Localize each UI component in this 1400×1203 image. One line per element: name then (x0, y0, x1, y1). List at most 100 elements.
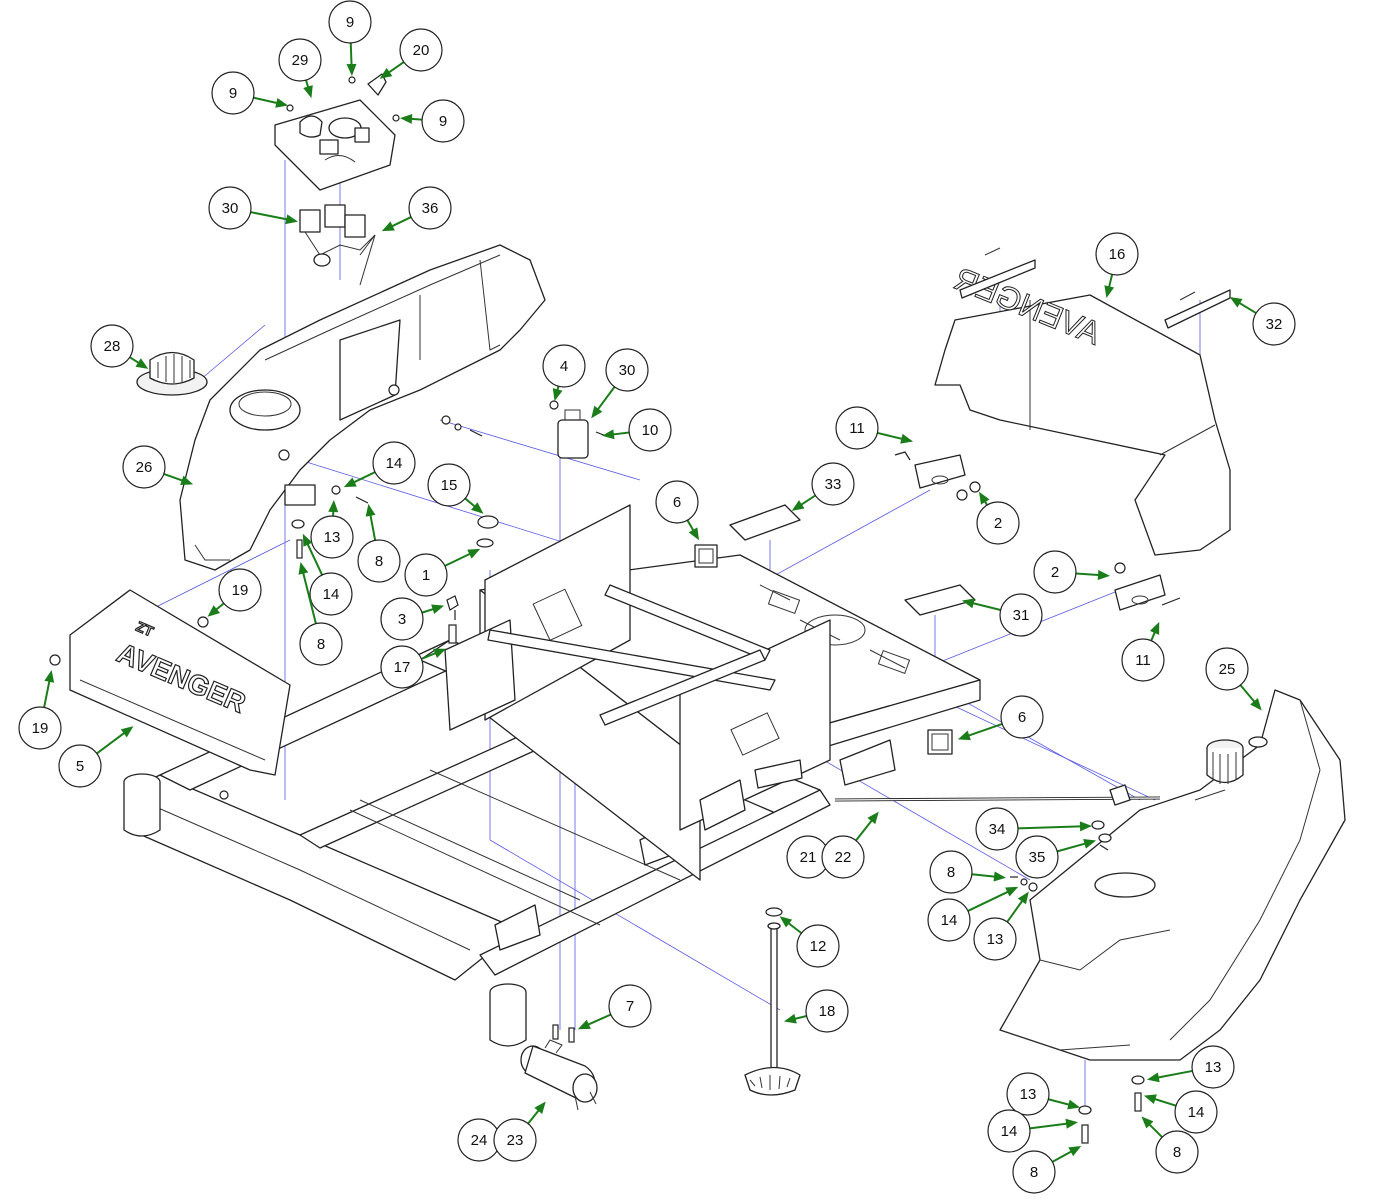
callout-arrowhead (135, 358, 149, 369)
callout-14: 14 (1143, 1090, 1218, 1134)
callout-leader (1075, 572, 1103, 577)
callout-circle (218, 568, 262, 612)
callout-number: 34 (989, 821, 1006, 838)
callout-circle (1012, 1150, 1056, 1194)
callout-13: 13 (310, 499, 354, 559)
grommets (694, 544, 953, 755)
callout-circle (1174, 1090, 1218, 1134)
callout-number: 10 (642, 422, 659, 439)
callout-31: 31 (961, 593, 1043, 637)
callout-36: 36 (381, 186, 452, 232)
callout-arrowhead (302, 533, 313, 547)
callout-21: 21 (786, 835, 830, 879)
callout-number: 13 (987, 931, 1004, 948)
callout-number: 19 (232, 582, 249, 599)
callout-leader (96, 730, 128, 755)
callout-leader (1056, 841, 1089, 853)
callout-arrowhead (303, 85, 313, 99)
callout-number: 30 (222, 200, 239, 217)
callout-number: 3 (398, 611, 406, 628)
callout-arrowhead (1065, 1118, 1079, 1129)
callout-11: 11 (1121, 621, 1165, 682)
callout-number: 11 (1135, 652, 1151, 669)
wiring-harness (299, 204, 376, 267)
callout-leader (1048, 1098, 1073, 1107)
callout-number: 14 (323, 586, 340, 603)
callout-number: 4 (560, 358, 568, 375)
callout-22: 22 (821, 811, 879, 879)
callout-arrowhead (471, 502, 484, 514)
callout-arrowhead (207, 605, 220, 617)
callout-number: 8 (1173, 1144, 1181, 1161)
callout-number: 23 (507, 1132, 524, 1149)
callout-circle (357, 539, 401, 583)
callout-number: 14 (1188, 1104, 1205, 1121)
callout-number: 26 (136, 459, 153, 476)
callout-28: 28 (90, 324, 149, 369)
callout-number: 13 (324, 529, 341, 546)
callout-circle (1121, 638, 1165, 682)
callout-leader (301, 569, 317, 624)
callout-number: 5 (76, 758, 84, 775)
callout-number: 14 (386, 455, 403, 472)
callout-arrowhead (298, 561, 309, 575)
callout-circle (796, 924, 840, 968)
callout-arrowhead (1068, 1145, 1082, 1157)
callout-9: 9 (399, 99, 465, 143)
callout-leader (595, 386, 616, 413)
callout-arrowhead (1067, 1099, 1081, 1110)
callout-arrowhead (399, 113, 413, 124)
callout-circle (380, 597, 424, 641)
callout-6: 6 (957, 695, 1044, 741)
callout-leader (877, 431, 906, 441)
callout-number: 11 (849, 420, 865, 437)
callout-arrowhead (1141, 1116, 1154, 1129)
callout-circle (493, 1118, 537, 1162)
small-hardware (1091, 820, 1112, 851)
front-panel: AVENGER ZT (69, 589, 291, 776)
callout-14: 14 (987, 1109, 1079, 1153)
callout-arrowhead (44, 669, 55, 683)
callout-leader (253, 96, 281, 105)
callout-leader (388, 216, 412, 229)
callout-arrowhead (1143, 1094, 1157, 1104)
callout-circle (999, 593, 1043, 637)
callout-8: 8 (357, 503, 401, 583)
callout-circle (835, 406, 879, 450)
callout-leader (584, 1013, 612, 1027)
label-plates (729, 504, 976, 616)
callout-35: 35 (1015, 835, 1097, 879)
callout-arrowhead (591, 405, 603, 419)
callout-arrowhead (577, 1019, 591, 1030)
callout-circle (927, 898, 971, 942)
callout-number: 2 (1051, 564, 1059, 581)
callout-leader (444, 551, 474, 567)
callout-number: 13 (1020, 1086, 1037, 1103)
callout-circle (372, 441, 416, 485)
callout-circle (421, 99, 465, 143)
callout-circle (987, 1109, 1031, 1153)
callout-30: 30 (591, 348, 649, 419)
callout-4: 4 (542, 344, 586, 402)
fasteners (49, 76, 1181, 1144)
callout-15: 15 (427, 463, 484, 514)
front-panel-series-text: ZT (134, 618, 156, 640)
callout-leader (305, 540, 324, 576)
callout-arrowhead (957, 730, 971, 741)
callout-arrowhead (120, 726, 134, 738)
callout-arrowhead (534, 1101, 546, 1115)
callout-arrowhead (979, 491, 990, 505)
callout-circle (1252, 302, 1296, 346)
callout-leader (967, 889, 1012, 912)
fuel-tank-right (999, 689, 1346, 1061)
callout-number: 33 (825, 476, 842, 493)
callout-26: 26 (122, 445, 194, 489)
callout-arrowhead (1097, 570, 1111, 581)
callout-11: 11 (835, 406, 914, 450)
callout-circle (18, 706, 62, 750)
callout-number: 14 (1001, 1123, 1018, 1140)
callout-number: 22 (835, 849, 852, 866)
callout-34: 34 (975, 807, 1093, 851)
callout-number: 21 (800, 849, 817, 866)
